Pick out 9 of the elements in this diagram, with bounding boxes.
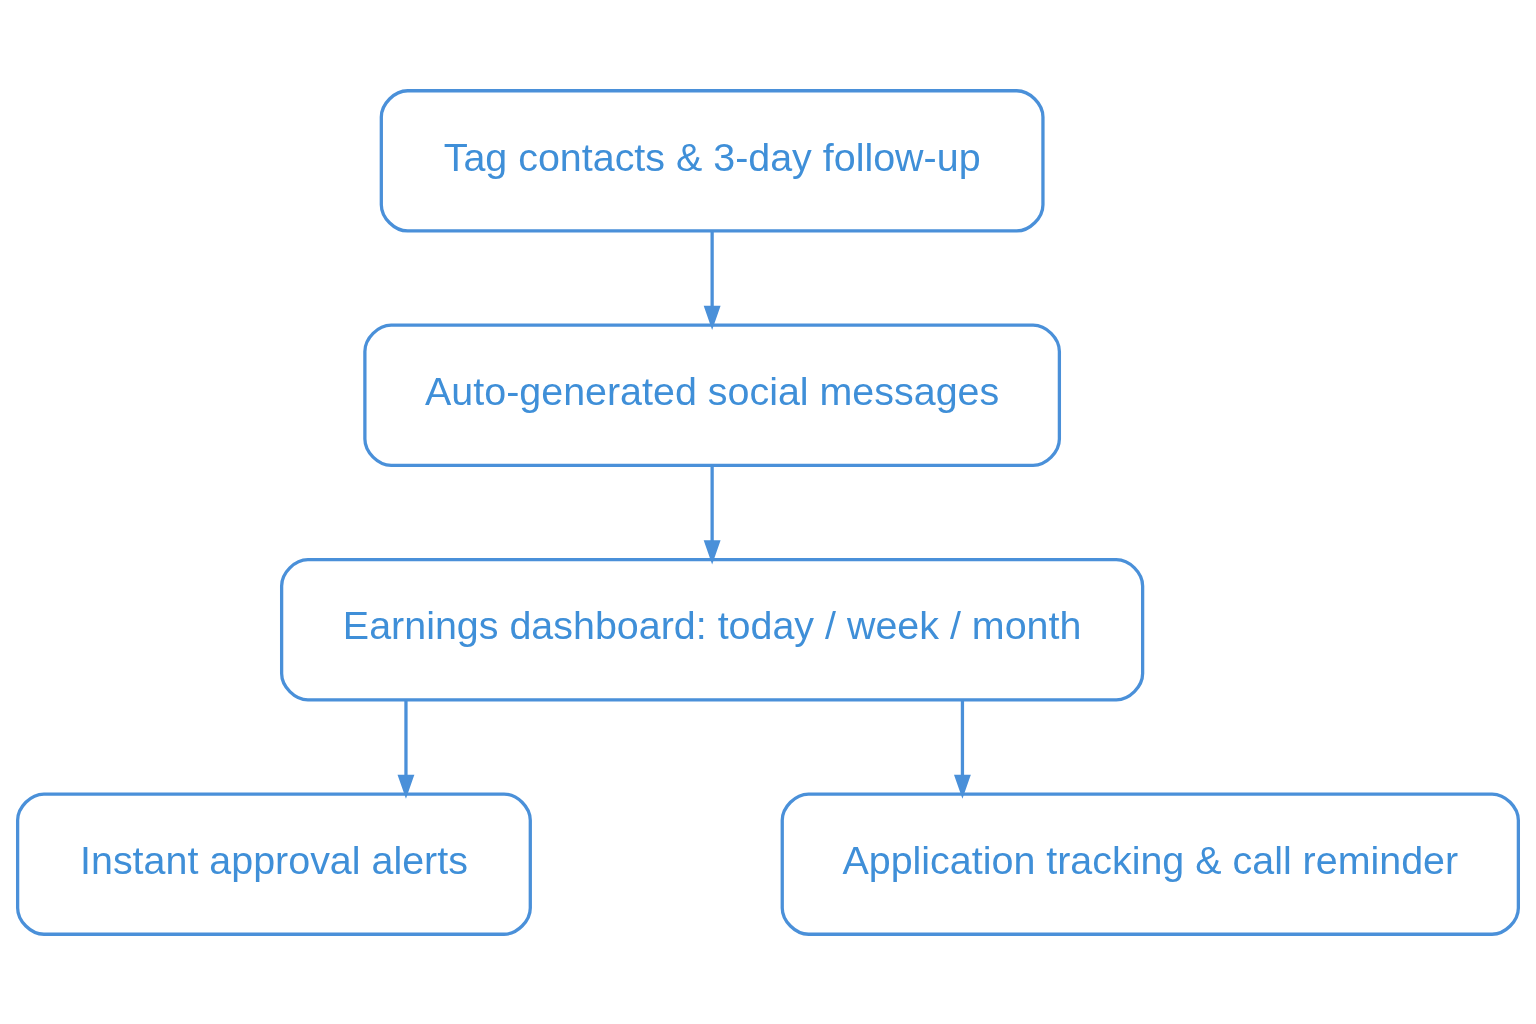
arrow bbox=[397, 699, 415, 799]
arrow bbox=[954, 699, 971, 799]
node-box: Tag contacts & 3-day follow-up bbox=[379, 88, 1045, 233]
arrow bbox=[703, 230, 721, 330]
node-box: Auto-generated social messages bbox=[363, 323, 1062, 467]
node-box: Instant approval alerts bbox=[16, 791, 532, 936]
node-box: Application tracking & call reminder bbox=[780, 791, 1520, 936]
arrow bbox=[703, 465, 721, 564]
node-box: Earnings dashboard: today / week / month bbox=[280, 557, 1145, 701]
